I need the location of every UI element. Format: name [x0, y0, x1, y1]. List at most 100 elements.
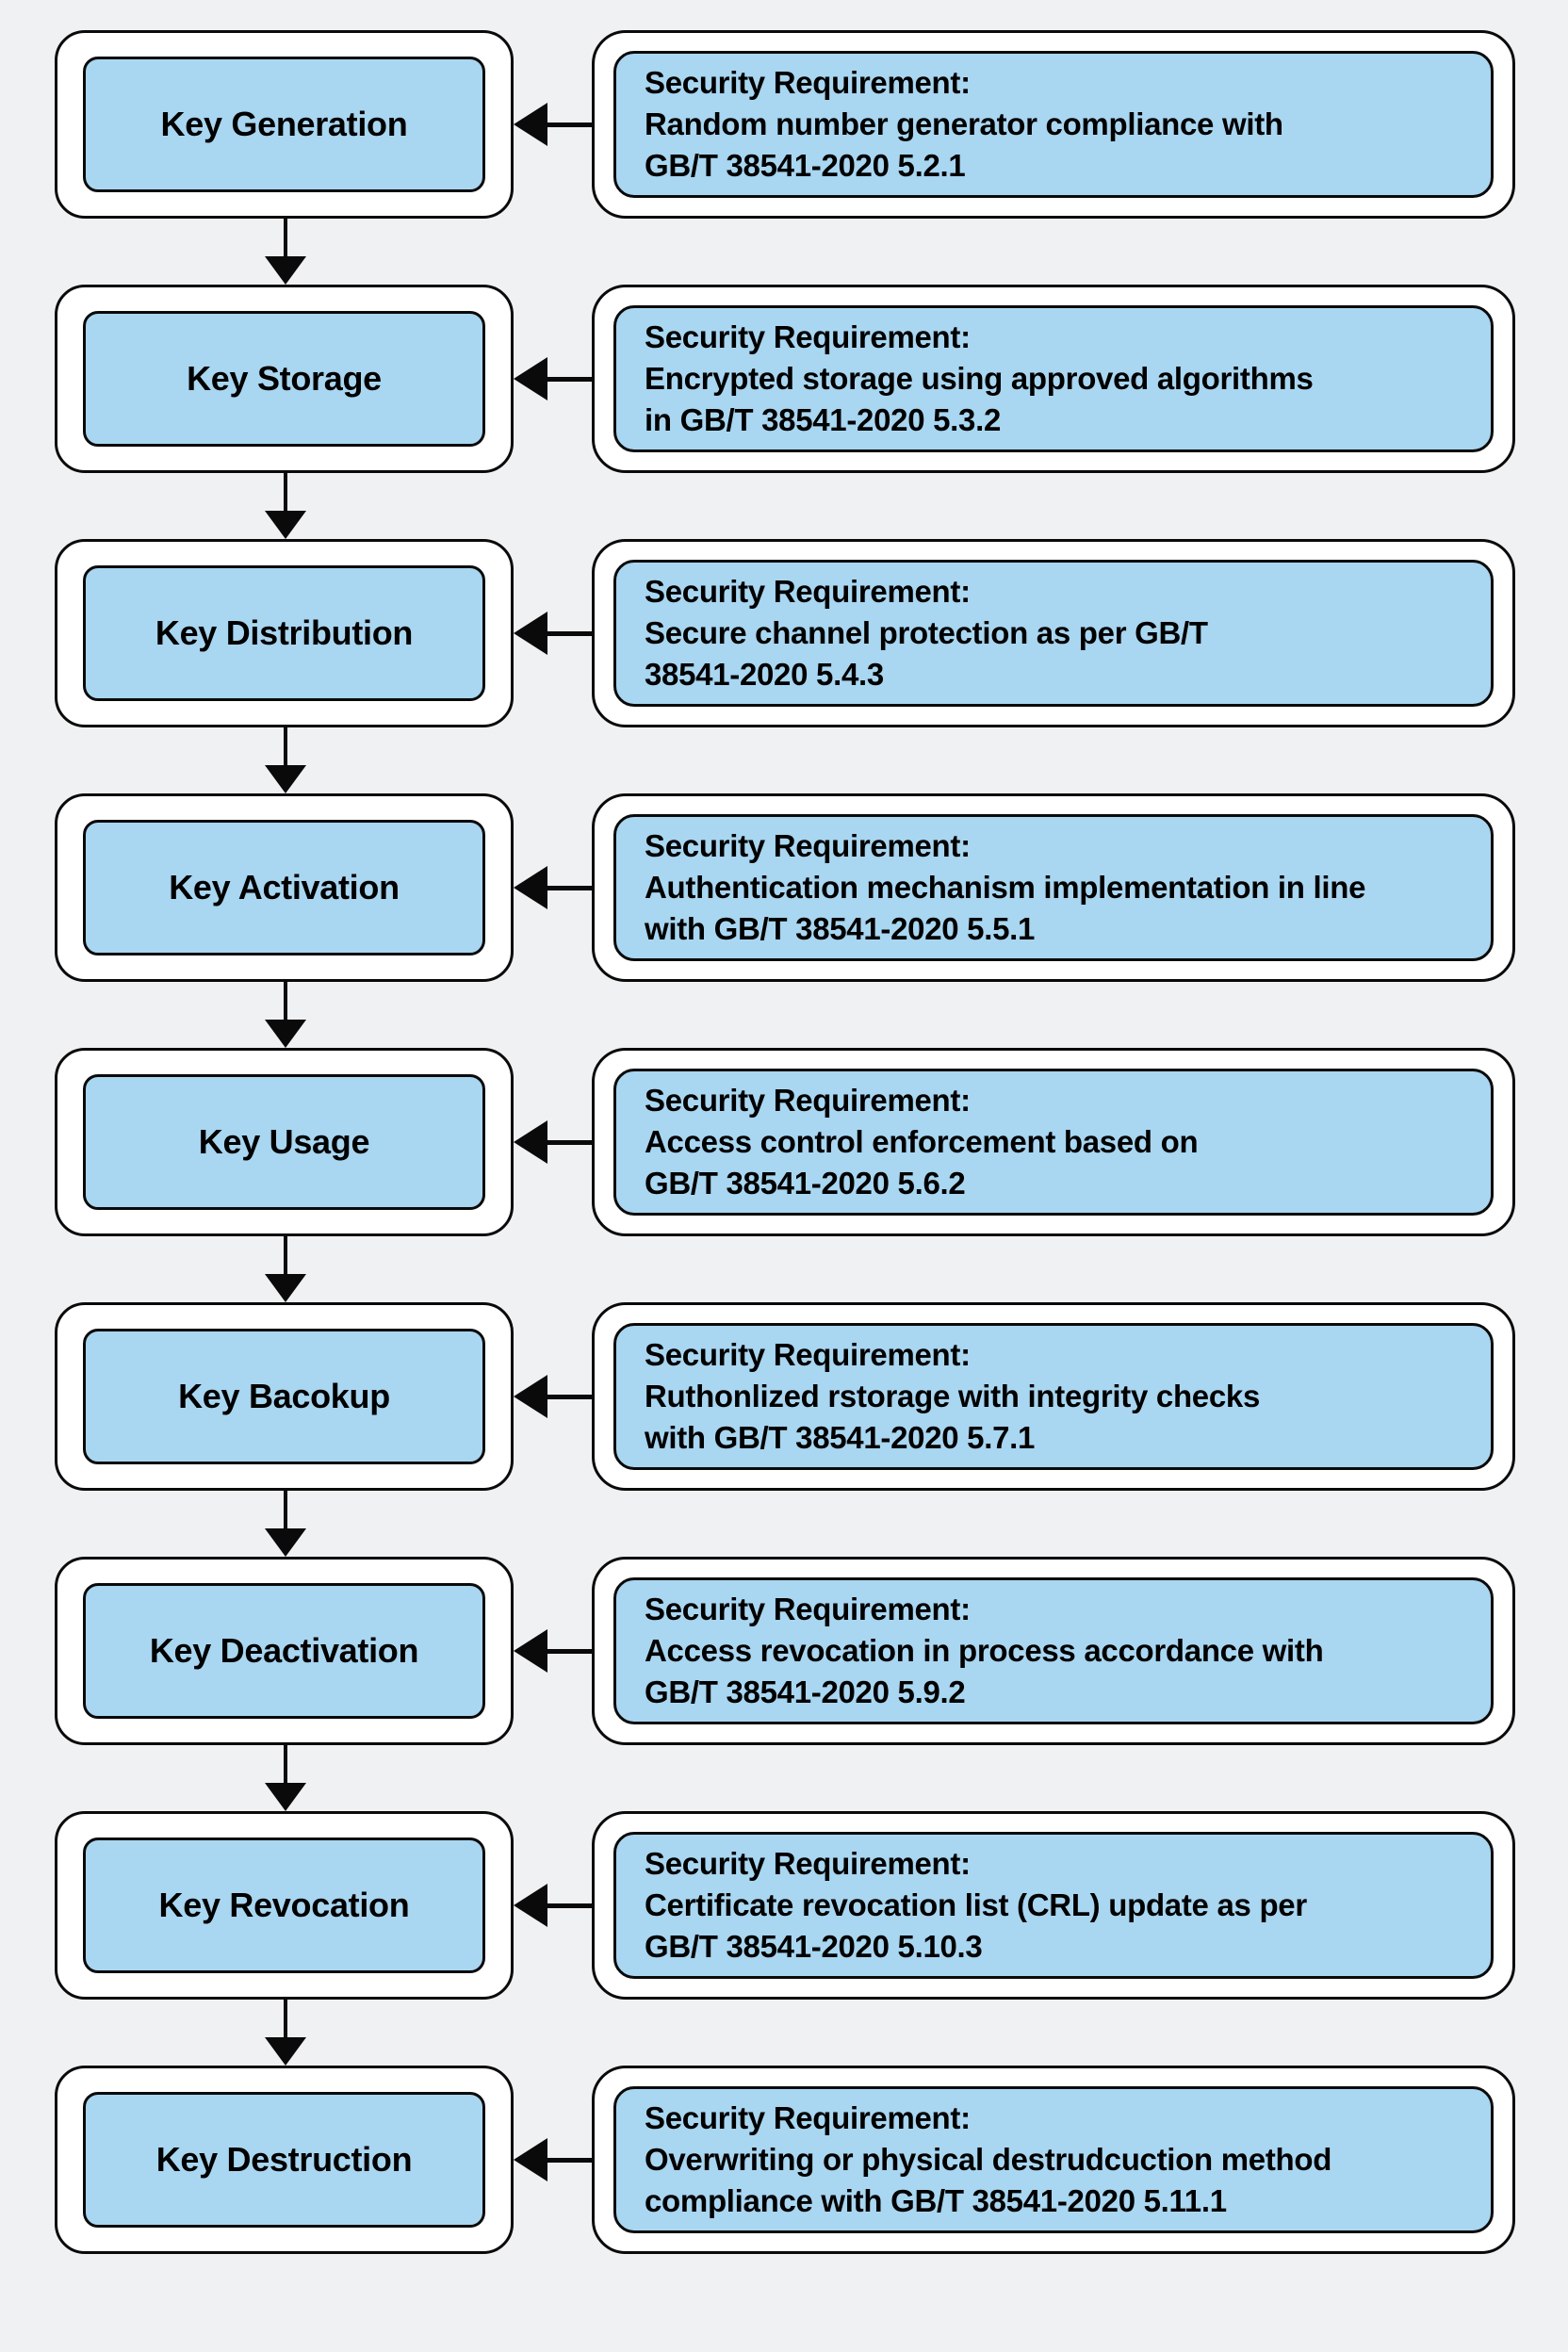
requirement-box-fill: Security Requirement: Authentication mec…	[613, 814, 1494, 961]
flow-row: Key Activation Security Requirement: Aut…	[0, 793, 1568, 1048]
down-arrow-icon	[265, 1783, 306, 1811]
connector-line	[547, 122, 592, 127]
connector-line	[547, 1139, 592, 1145]
left-arrow-icon	[514, 612, 547, 655]
left-arrow-icon	[514, 1884, 547, 1927]
flow-row: Key Revocation Security Requirement: Cer…	[0, 1811, 1568, 2066]
requirement-box-fill: Security Requirement: Secure channel pro…	[613, 560, 1494, 707]
requirement-text: GB/T 38541-2020 5.2.1	[645, 148, 966, 183]
stage-label: Key Destruction	[155, 2140, 413, 2179]
down-arrow-icon	[265, 1528, 306, 1557]
stage-label: Key Generation	[160, 105, 408, 143]
connector-line	[547, 885, 592, 890]
requirement-box-fill: Security Requirement: Certificate revoca…	[613, 1832, 1494, 1979]
stage-label: Key Revocation	[158, 1886, 410, 1924]
connector-line	[284, 1491, 287, 1528]
requirement-title: Security Requirement:	[645, 1846, 971, 1881]
stage-box: Key Generation	[55, 30, 514, 219]
down-arrow-connector	[265, 2000, 306, 2066]
down-arrow-connector	[265, 219, 306, 285]
requirement-box: Security Requirement: Encrypted storage …	[592, 285, 1515, 473]
connector-line	[547, 1648, 592, 1654]
requirement-box-fill: Security Requirement: Ruthonlized rstora…	[613, 1323, 1494, 1470]
left-arrow-icon	[514, 1120, 547, 1164]
stage-label: Key Distribution	[155, 613, 414, 652]
stage-box: Key Storage	[55, 285, 514, 473]
stage-box-fill: Key Distribution	[83, 565, 485, 701]
requirement-box-fill: Security Requirement: Access control enf…	[613, 1069, 1494, 1216]
requirement-box-fill: Security Requirement: Encrypted storage …	[613, 305, 1494, 452]
requirement-box: Security Requirement: Access control enf…	[592, 1048, 1515, 1236]
requirement-text: in GB/T 38541-2020 5.3.2	[645, 402, 1002, 437]
stage-box-fill: Key Usage	[83, 1074, 485, 1210]
left-arrow-connector	[514, 1811, 592, 2000]
flow-row: Key Distribution Security Requirement: S…	[0, 539, 1568, 793]
requirement-text: Encrypted storage using approved algorit…	[645, 361, 1314, 396]
requirement-text: compliance with GB/T 38541-2020 5.11.1	[645, 2183, 1227, 2218]
connector-line	[284, 219, 287, 256]
requirement-text: with GB/T 38541-2020 5.7.1	[645, 1420, 1036, 1455]
stage-box-fill: Key Destruction	[83, 2092, 485, 2228]
stage-box: Key Deactivation	[55, 1557, 514, 1745]
connector-line	[284, 982, 287, 1020]
down-arrow-icon	[265, 765, 306, 793]
left-arrow-icon	[514, 2138, 547, 2181]
requirement-title: Security Requirement:	[645, 1083, 971, 1118]
left-arrow-connector	[514, 2066, 592, 2254]
stage-box: Key Usage	[55, 1048, 514, 1236]
stage-box: Key Destruction	[55, 2066, 514, 2254]
requirement-text: 38541-2020 5.4.3	[645, 657, 884, 692]
stage-box-fill: Key Activation	[83, 820, 485, 956]
flow-row: Key Storage Security Requirement: Encryp…	[0, 285, 1568, 539]
left-arrow-connector	[514, 539, 592, 727]
requirement-text: Ruthonlized rstorage with integrity chec…	[645, 1379, 1261, 1413]
stage-box-fill: Key Bacokup	[83, 1329, 485, 1464]
requirement-text: Access control enforcement based on	[645, 1124, 1199, 1159]
down-arrow-icon	[265, 1274, 306, 1302]
connector-line	[547, 376, 592, 382]
down-arrow-connector	[265, 1745, 306, 1811]
flow-row: Key Deactivation Security Requirement: A…	[0, 1557, 1568, 1811]
stage-label: Key Usage	[198, 1122, 370, 1161]
requirement-box-fill: Security Requirement: Access revocation …	[613, 1577, 1494, 1724]
left-arrow-connector	[514, 1302, 592, 1491]
left-arrow-connector	[514, 285, 592, 473]
left-arrow-icon	[514, 1375, 547, 1418]
down-arrow-connector	[265, 1236, 306, 1302]
requirement-text: GB/T 38541-2020 5.10.3	[645, 1929, 983, 1964]
stage-label: Key Deactivation	[149, 1631, 419, 1670]
left-arrow-icon	[514, 1629, 547, 1673]
down-arrow-connector	[265, 473, 306, 539]
stage-box: Key Bacokup	[55, 1302, 514, 1491]
stage-label: Key Bacokup	[178, 1377, 390, 1415]
requirement-text: GB/T 38541-2020 5.6.2	[645, 1166, 966, 1200]
stage-box-fill: Key Deactivation	[83, 1583, 485, 1719]
connector-line	[547, 2157, 592, 2163]
requirement-title: Security Requirement:	[645, 574, 971, 609]
connector-line	[547, 1394, 592, 1399]
stage-box: Key Distribution	[55, 539, 514, 727]
left-arrow-connector	[514, 1557, 592, 1745]
requirement-box: Security Requirement: Authentication mec…	[592, 793, 1515, 982]
requirement-text: Certificate revocation list (CRL) update…	[645, 1887, 1307, 1922]
left-arrow-icon	[514, 866, 547, 909]
stage-label: Key Activation	[169, 868, 400, 906]
left-arrow-connector	[514, 793, 592, 982]
stage-label: Key Storage	[187, 359, 382, 398]
requirement-title: Security Requirement:	[645, 1337, 971, 1372]
connector-line	[284, 2000, 287, 2037]
left-arrow-connector	[514, 30, 592, 219]
requirement-text: GB/T 38541-2020 5.9.2	[645, 1674, 966, 1709]
down-arrow-connector	[265, 727, 306, 793]
requirement-text: Random number generator compliance with	[645, 106, 1283, 141]
requirement-text: Secure channel protection as per GB/T	[645, 615, 1208, 650]
requirement-box: Security Requirement: Secure channel pro…	[592, 539, 1515, 727]
connector-line	[284, 1745, 287, 1783]
flow-row: Key Destruction Security Requirement: Ov…	[0, 2066, 1568, 2320]
flow-row: Key Generation Security Requirement: Ran…	[0, 30, 1568, 285]
stage-box: Key Activation	[55, 793, 514, 982]
left-arrow-icon	[514, 357, 547, 400]
connector-line	[547, 1903, 592, 1908]
requirement-title: Security Requirement:	[645, 1592, 971, 1626]
stage-box: Key Revocation	[55, 1811, 514, 2000]
